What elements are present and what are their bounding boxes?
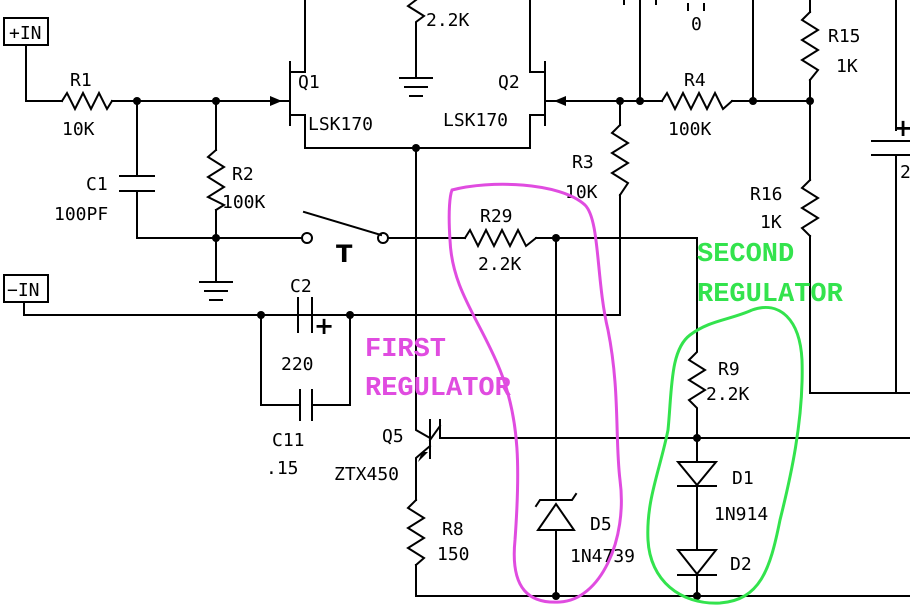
capacitor-top: 0 (623, 0, 705, 35)
q2-value: LSK170 (443, 110, 508, 131)
r1-value: 10K (62, 119, 95, 140)
resistor-r3: R3 10K (565, 123, 630, 203)
resistor-r1: R1 10K (60, 70, 114, 140)
r8-value: 150 (437, 544, 470, 565)
terminal-in-positive-label: +IN (9, 23, 42, 44)
q2-label: Q2 (498, 72, 520, 93)
top-cap-value: 0 (691, 14, 702, 35)
q1-value: LSK170 (308, 114, 373, 135)
r2-label: R2 (232, 164, 254, 185)
q1-label: Q1 (298, 72, 320, 93)
resistor-top-pot: 2.2K (406, 0, 470, 31)
d1-value: 1N914 (714, 504, 768, 525)
transistor-q1: Q1 LSK170 (267, 61, 373, 135)
resistor-r16: R16 1K (750, 178, 820, 238)
junction-dots (133, 97, 814, 600)
resistor-r4: R4 100K (660, 70, 734, 140)
second-regulator-label-line1: SECOND (697, 240, 794, 270)
first-regulator-label-line1: FIRST (365, 335, 446, 365)
first-regulator-outline (447, 182, 623, 604)
r9-label: R9 (718, 359, 740, 380)
terminal-in-negative-label: −IN (7, 280, 40, 301)
second-regulator-annotation: SECOND REGULATOR (646, 240, 844, 605)
top-pot-value: 2.2K (426, 10, 470, 31)
capacitor-c2: C2 + 220 (260, 276, 351, 375)
d1-label: D1 (732, 468, 754, 489)
r3-value: 10K (565, 182, 598, 203)
c11-label: C11 (272, 430, 305, 451)
r15-label: R15 (828, 26, 861, 47)
switch-label: T (336, 240, 353, 268)
r16-label: R16 (750, 184, 783, 205)
c11-value: .15 (266, 458, 299, 479)
r29-value: 2.2K (478, 254, 522, 275)
resistor-r2: R2 100K (205, 148, 266, 213)
d5-value: 1N4739 (570, 546, 635, 567)
r29-label: R29 (480, 206, 513, 227)
c2-label: C2 (290, 276, 312, 297)
ground-symbol-top (399, 77, 433, 97)
second-regulator-outline (646, 306, 804, 605)
diode-d2: D2 (675, 549, 752, 576)
first-regulator-label-line2: REGULATOR (365, 374, 512, 404)
diode-d1: D1 1N914 (675, 461, 768, 525)
terminal-in-negative: −IN (3, 274, 49, 303)
r3-label: R3 (572, 152, 594, 173)
c2-value: 220 (281, 354, 314, 375)
terminal-in-positive: +IN (3, 17, 49, 46)
c1-value: 100PF (54, 204, 108, 225)
r8-label: R8 (442, 519, 464, 540)
r4-value: 100K (668, 119, 712, 140)
c2-polarity-mark: + (314, 312, 334, 340)
resistor-r15: R15 1K (800, 10, 861, 82)
capacitor-right: + 2 (871, 114, 910, 183)
c1-label: C1 (86, 174, 108, 195)
zener-diode-d5: D5 1N4739 (534, 492, 635, 567)
transistor-q2: Q2 LSK170 (443, 61, 566, 131)
q5-label: Q5 (382, 426, 404, 447)
transistor-q5: Q5 ZTX450 (334, 417, 442, 485)
r2-value: 100K (222, 192, 266, 213)
right-cap-polarity-mark: + (893, 114, 910, 142)
r9-value: 2.2K (706, 384, 750, 405)
first-regulator-annotation: FIRST REGULATOR (365, 182, 623, 604)
resistor-r9: R9 2.2K (687, 339, 750, 415)
second-regulator-label-line2: REGULATOR (697, 280, 844, 310)
capacitor-c11: C11 .15 (266, 389, 313, 479)
ground-symbol-r2 (199, 281, 233, 301)
resistor-r29: R29 2.2K (463, 206, 538, 275)
r15-value: 1K (836, 56, 858, 77)
r16-value: 1K (760, 212, 782, 233)
q5-value: ZTX450 (334, 464, 399, 485)
r4-label: R4 (684, 70, 706, 91)
r1-label: R1 (70, 70, 92, 91)
resistor-r8: R8 150 (406, 498, 470, 567)
capacitor-c1: C1 100PF (54, 174, 155, 225)
switch-t: T (301, 210, 389, 268)
d2-label: D2 (730, 554, 752, 575)
d5-label: D5 (590, 514, 612, 535)
right-cap-value: 2 (900, 162, 910, 183)
